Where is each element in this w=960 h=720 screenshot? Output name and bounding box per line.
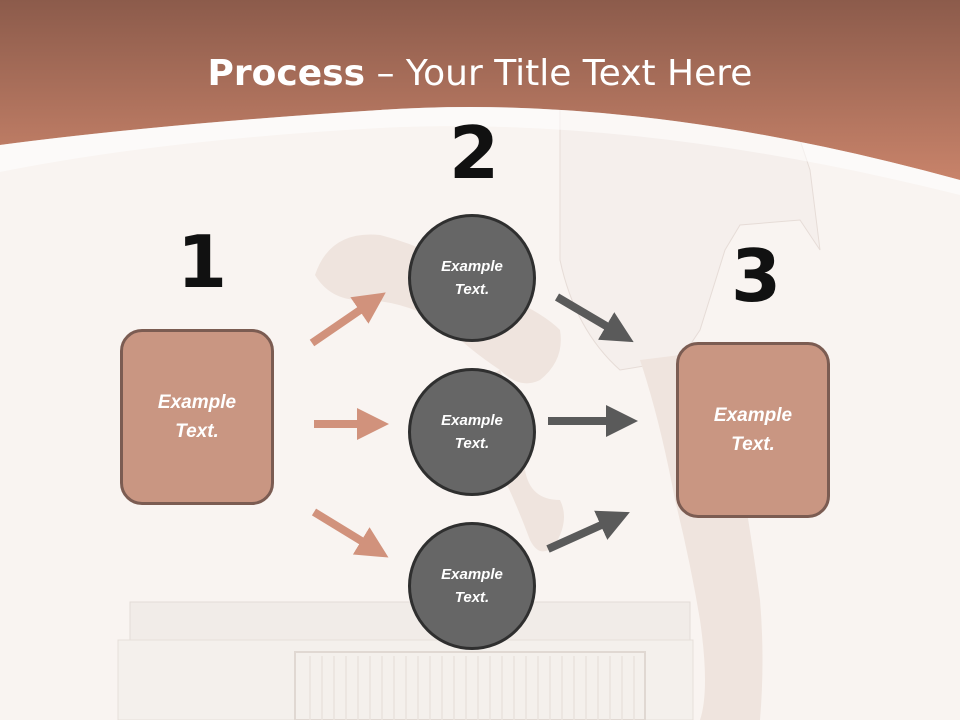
- left-box: Example Text.: [120, 329, 274, 505]
- step-number-3: 3: [731, 234, 782, 318]
- step-number-1: 1: [177, 220, 228, 304]
- right-box-text: Example Text.: [713, 405, 793, 455]
- circle-bottom: Example Text.: [408, 522, 536, 650]
- circle-top-text: Example Text.: [441, 258, 503, 298]
- arrow-right-icon: [554, 293, 634, 343]
- title-bold: Process: [207, 53, 366, 94]
- arrow-right-icon: [311, 508, 389, 558]
- left-box-text: Example Text.: [157, 392, 237, 442]
- ac-grille-shape: [294, 651, 646, 720]
- arrow-right-icon: [546, 510, 630, 553]
- header-band: [0, 0, 960, 180]
- circle-middle-text: Example Text.: [441, 412, 503, 452]
- circle-top: Example Text.: [408, 214, 536, 342]
- circle-middle: Example Text.: [408, 368, 536, 496]
- ac-grille-lines: [309, 656, 635, 720]
- step-number-2: 2: [449, 111, 500, 195]
- title-rest: – Your Title Text Here: [365, 53, 753, 94]
- shirt-shape: [559, 99, 821, 371]
- right-box: Example Text.: [676, 342, 830, 518]
- circle-bottom-text: Example Text.: [441, 566, 503, 606]
- arrow-right-icon: [309, 292, 386, 347]
- slide-title: Process – Your Title Text Here: [0, 52, 960, 96]
- header-swoosh: [0, 106, 960, 195]
